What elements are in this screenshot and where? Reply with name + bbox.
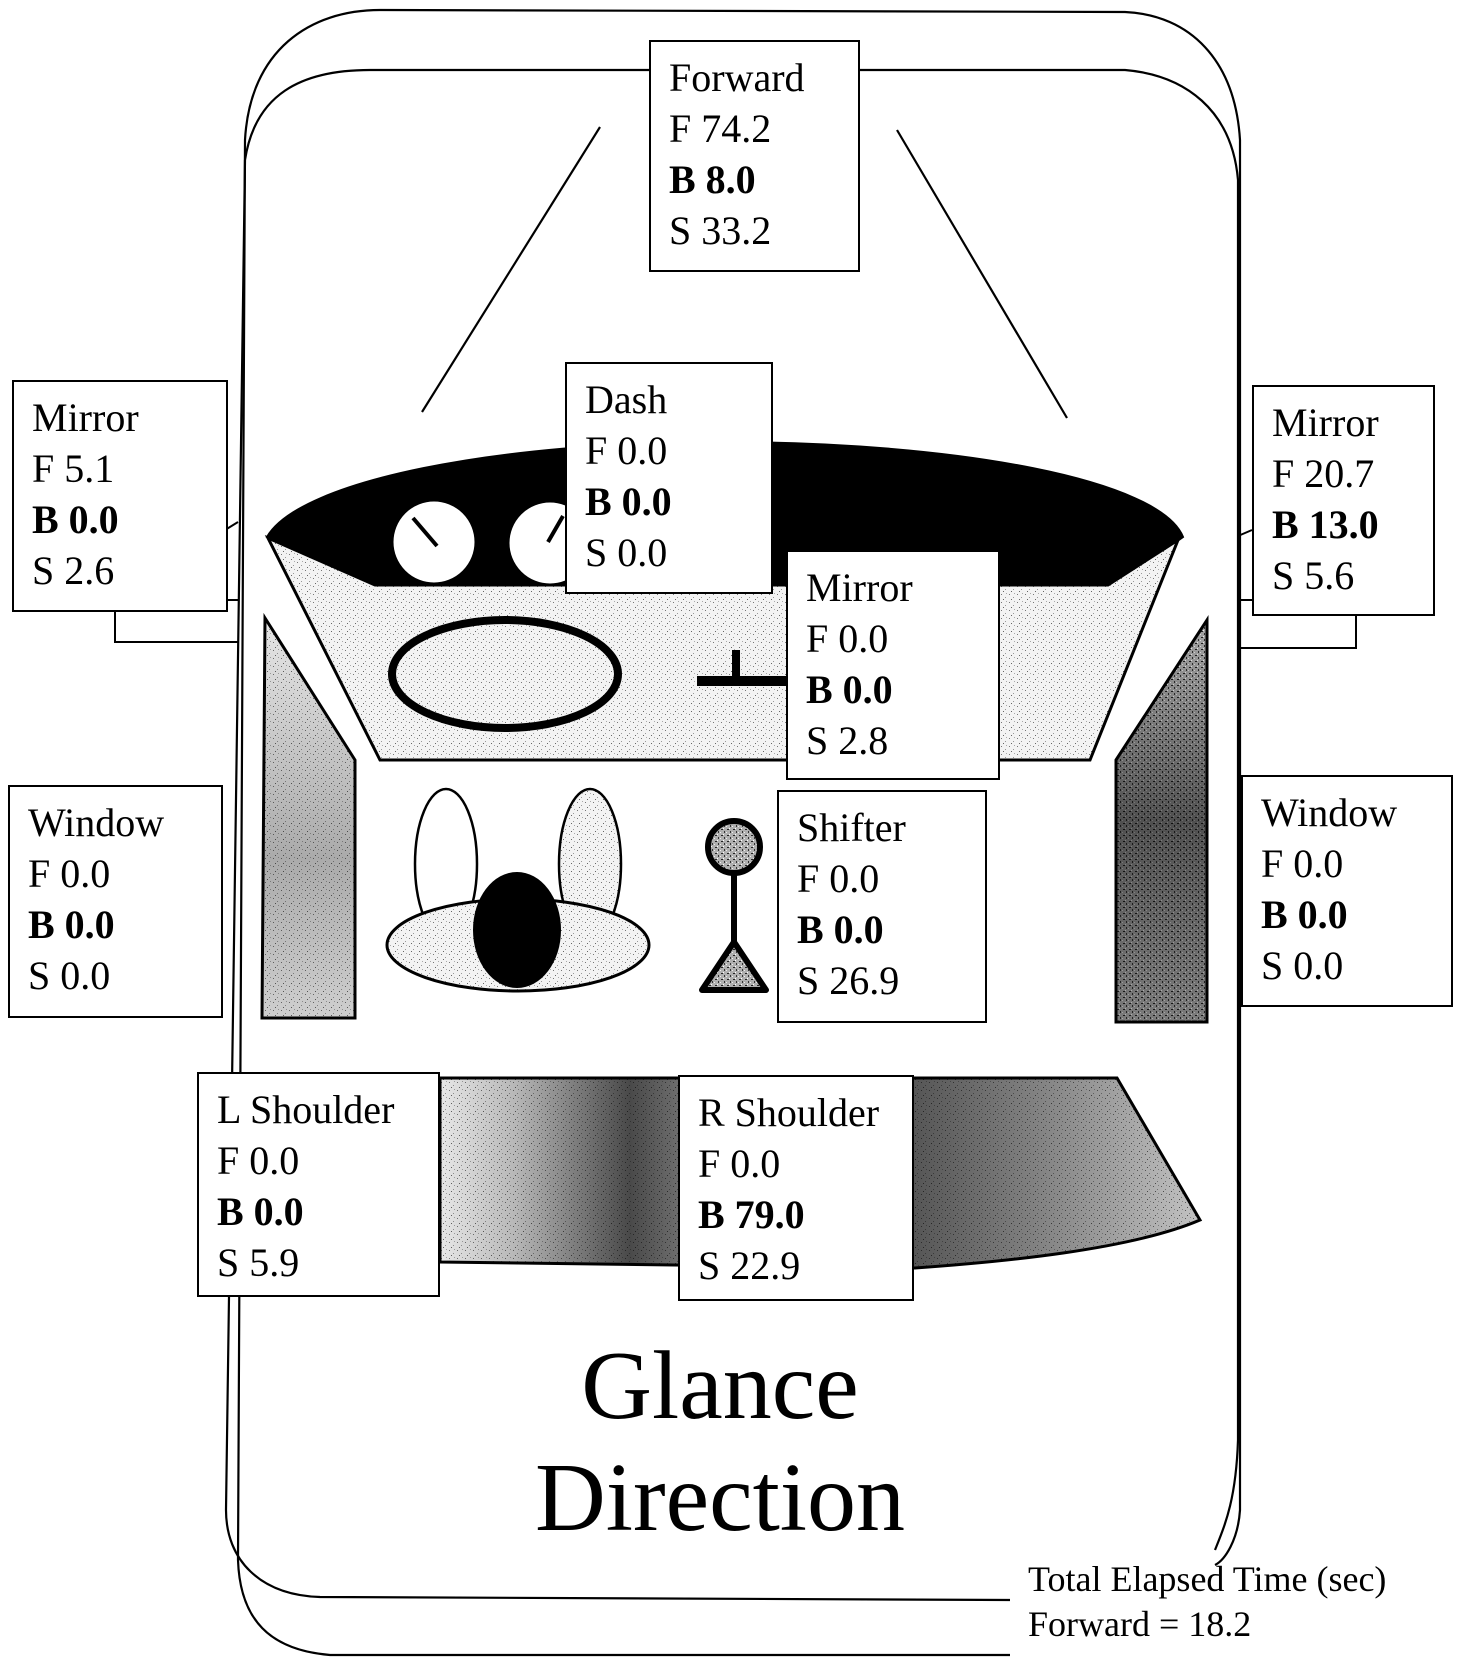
dash-lever-icon <box>697 676 787 686</box>
shifter-label: Shifter <box>797 805 906 850</box>
left-mirror-b-value: B 0.0 <box>32 497 119 542</box>
forward-f-value: F 74.2 <box>669 106 772 151</box>
right-window-glance-box: Window F 0.0 B 0.0 S 0.0 <box>1241 775 1453 1007</box>
left-shoulder-glance-box: L Shoulder F 0.0 B 0.0 S 5.9 <box>197 1072 440 1297</box>
shifter-b-value: B 0.0 <box>797 907 884 952</box>
right-mirror-s-value: S 5.6 <box>1272 553 1355 598</box>
center-mirror-label: Mirror <box>806 565 913 610</box>
right-shoulder-b-value: B 79.0 <box>698 1192 805 1237</box>
dash-glance-box: Dash F 0.0 B 0.0 S 0.0 <box>565 362 773 594</box>
forward-label: Forward <box>669 55 805 100</box>
center-mirror-f-value: F 0.0 <box>806 616 889 661</box>
shifter-f-value: F 0.0 <box>797 856 880 901</box>
left-mirror-f-value: F 5.1 <box>32 446 115 491</box>
title-line-2: Direction <box>534 1444 906 1552</box>
shifter-knob-icon <box>705 818 763 876</box>
left-mirror-s-value: S 2.6 <box>32 548 115 593</box>
right-mirror-f-value: F 20.7 <box>1272 451 1375 496</box>
diagram-title: Glance Direction <box>430 1330 1010 1554</box>
elapsed-time-forward: Forward = 18.2 <box>1028 1604 1252 1644</box>
shifter-s-value: S 26.9 <box>797 958 900 1003</box>
windshield-left-line <box>421 126 601 413</box>
right-window-f-value: F 0.0 <box>1261 841 1344 886</box>
center-mirror-s-value: S 2.8 <box>806 718 889 763</box>
left-window-f-value: F 0.0 <box>28 851 111 896</box>
car-outer-outline <box>236 8 1242 1657</box>
forward-b-value: B 8.0 <box>669 157 756 202</box>
right-mirror-connector-2 <box>1238 614 1357 649</box>
dash-s-value: S 0.0 <box>585 530 668 575</box>
center-mirror-glance-box: Mirror F 0.0 B 0.0 S 2.8 <box>786 550 1000 780</box>
right-mirror-glance-box: Mirror F 20.7 B 13.0 S 5.6 <box>1252 385 1435 616</box>
right-window-b-value: B 0.0 <box>1261 892 1348 937</box>
left-mirror-glance-box: Mirror F 5.1 B 0.0 S 2.6 <box>12 380 228 612</box>
left-window-s-value: S 0.0 <box>28 953 111 998</box>
radio-ellipse-icon <box>388 616 622 732</box>
right-mirror-label: Mirror <box>1272 400 1379 445</box>
left-window-label: Window <box>28 800 165 845</box>
title-line-1: Glance <box>581 1332 859 1440</box>
dash-f-value: F 0.0 <box>585 428 668 473</box>
left-shoulder-s-value: S 5.9 <box>217 1240 300 1285</box>
left-window-b-value: B 0.0 <box>28 902 115 947</box>
left-window-glance-box: Window F 0.0 B 0.0 S 0.0 <box>8 785 223 1018</box>
right-door-pillar-shade <box>1116 620 1207 1022</box>
left-shoulder-label: L Shoulder <box>217 1087 395 1132</box>
dash-b-value: B 0.0 <box>585 479 672 524</box>
forward-glance-box: Forward F 74.2 B 8.0 S 33.2 <box>649 40 860 272</box>
center-mirror-b-value: B 0.0 <box>806 667 893 712</box>
left-mirror-label: Mirror <box>32 395 139 440</box>
elapsed-time-heading: Total Elapsed Time (sec) <box>1028 1559 1387 1599</box>
car-inner-outline <box>224 68 1240 1602</box>
right-window-label: Window <box>1261 790 1398 835</box>
right-shoulder-glance-box: R Shoulder F 0.0 B 79.0 S 22.9 <box>678 1075 914 1301</box>
elapsed-time-summary: Total Elapsed Time (sec) Forward = 18.2 <box>1028 1557 1386 1647</box>
dash-label: Dash <box>585 377 668 422</box>
shifter-glance-box: Shifter F 0.0 B 0.0 S 26.9 <box>777 790 987 1023</box>
left-door-pillar-shade <box>262 618 355 1018</box>
right-shoulder-label: R Shoulder <box>698 1090 880 1135</box>
right-shoulder-f-value: F 0.0 <box>698 1141 781 1186</box>
forward-s-value: S 33.2 <box>669 208 772 253</box>
left-mirror-connector-2 <box>114 612 238 643</box>
left-shoulder-f-value: F 0.0 <box>217 1138 300 1183</box>
shifter-base-icon <box>699 939 769 993</box>
driver-head-icon <box>473 872 561 988</box>
left-shoulder-b-value: B 0.0 <box>217 1189 304 1234</box>
right-shoulder-s-value: S 22.9 <box>698 1243 801 1288</box>
right-mirror-connector <box>1237 529 1253 601</box>
right-window-s-value: S 0.0 <box>1261 943 1344 988</box>
right-mirror-b-value: B 13.0 <box>1272 502 1379 547</box>
windshield-right-line <box>896 129 1068 419</box>
